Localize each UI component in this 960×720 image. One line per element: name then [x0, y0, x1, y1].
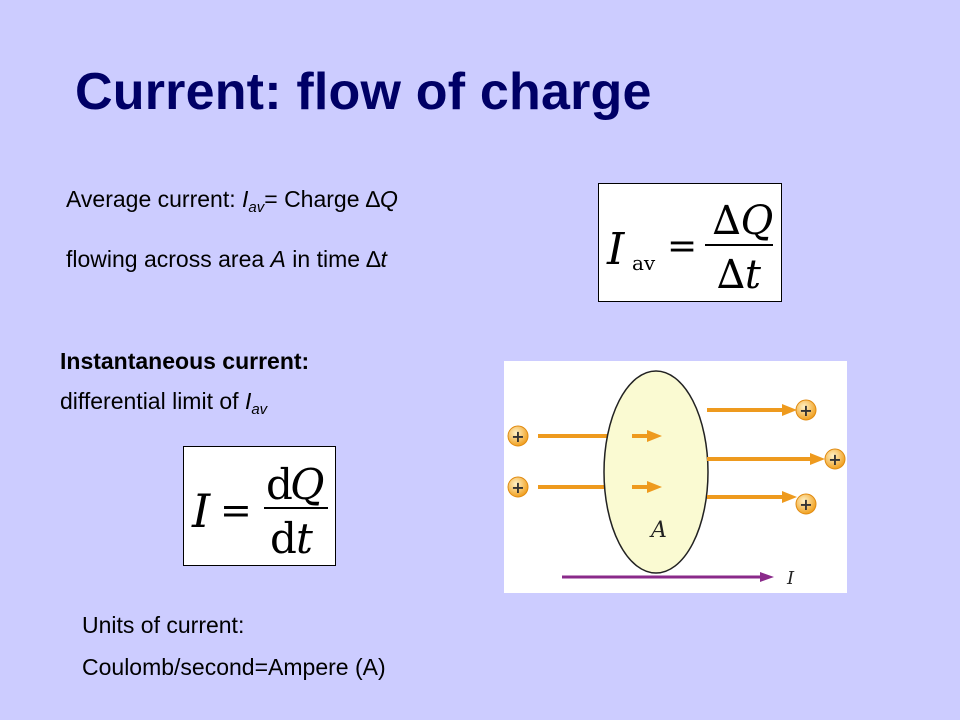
units-line-1: Units of current: — [82, 612, 245, 638]
denominator-t: t — [296, 514, 313, 563]
average-current-equation: I av = ∆Q ∆t — [598, 183, 782, 302]
charge-5: + — [795, 493, 817, 515]
slide-title: Current: flow of charge — [75, 63, 652, 121]
instantaneous-sub: av — [251, 401, 268, 418]
average-current-line: Average current: Iav= Charge ∆Q — [66, 186, 398, 216]
incoming-arrow-1-head — [647, 430, 662, 442]
instantaneous-prefix: differential limit of — [60, 388, 245, 414]
charge-2: + — [507, 476, 529, 498]
flowing-mid: in time — [285, 246, 367, 272]
area-disk — [603, 370, 709, 574]
charges: + + + + + — [507, 399, 846, 515]
equation-denominator: ∆t — [717, 252, 762, 298]
charge-3: + — [795, 399, 817, 421]
equation-equals: = — [667, 226, 697, 267]
units-line-2: Coulomb/second=Ampere (A) — [82, 654, 386, 680]
charge-flow-svg: + + + + + A I — [507, 370, 846, 589]
outgoing-arrow-1-head — [782, 404, 797, 416]
current-arrow-head — [760, 572, 774, 582]
average-prefix: Average current: — [66, 186, 243, 212]
average-mid: = Charge — [264, 186, 366, 212]
equation-lhs: I — [606, 224, 626, 275]
flowing-across-line: flowing across area A in time ∆t — [66, 246, 387, 273]
average-equation-svg: I av = ∆Q ∆t — [606, 198, 774, 298]
charge-4: + — [824, 448, 846, 470]
outgoing-arrow-3-head — [782, 491, 797, 503]
numerator-d: d — [266, 460, 293, 509]
charge-3-symbol: + — [799, 401, 812, 420]
charge-var: Q — [379, 186, 398, 212]
denominator-d: d — [270, 514, 297, 563]
delta-symbol: ∆ — [366, 246, 381, 272]
charge-1-symbol: + — [511, 427, 524, 446]
instantaneous-equation-svg: I = d Q d t — [191, 460, 328, 563]
flowing-prefix: flowing across area — [66, 246, 271, 272]
outgoing-arrow-2-head — [810, 453, 825, 465]
equation-lhs-sub: av — [632, 251, 656, 275]
instantaneous-current-equation: I = d Q d t — [183, 446, 336, 566]
current-label: I — [786, 568, 795, 589]
charge-1: + — [507, 425, 529, 447]
outgoing-arrows — [707, 404, 825, 503]
area-label: A — [649, 518, 667, 543]
charge-flow-figure: + + + + + A I — [504, 361, 847, 593]
average-var: I — [242, 186, 249, 212]
instantaneous-heading: Instantaneous current: — [60, 348, 310, 374]
charge-5-symbol: + — [799, 495, 812, 514]
equation-numerator: ∆Q — [713, 198, 774, 244]
area-var: A — [270, 246, 286, 272]
numerator-q: Q — [290, 460, 324, 509]
average-sub: av — [248, 199, 265, 216]
equation-lhs: I — [191, 484, 211, 538]
instantaneous-text: differential limit of Iav — [60, 388, 267, 418]
delta-symbol: ∆ — [365, 186, 380, 212]
equation-equals: = — [220, 488, 252, 532]
charge-2-symbol: + — [511, 478, 524, 497]
incoming-arrow-2-head — [647, 481, 662, 493]
charge-4-symbol: + — [828, 450, 841, 469]
instantaneous-var: I — [244, 388, 252, 414]
through-arrows — [632, 430, 662, 493]
time-var: t — [380, 246, 387, 272]
